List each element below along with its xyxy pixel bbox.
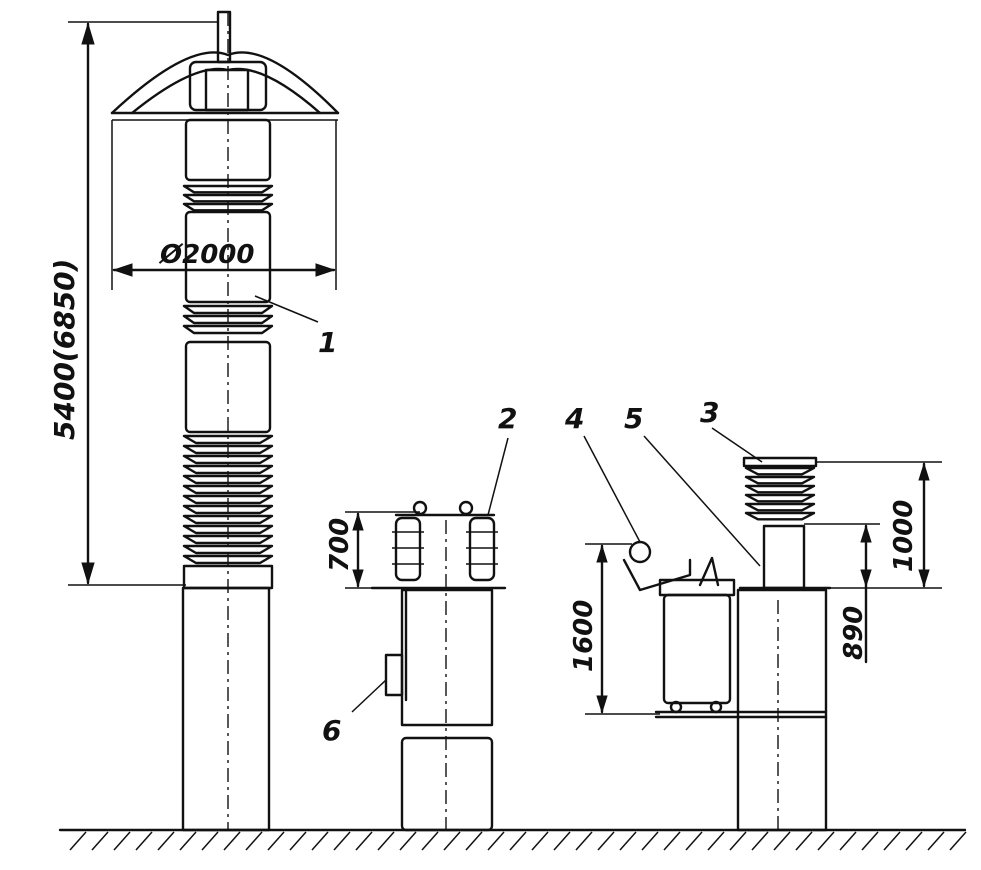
callout-1: 1 (318, 326, 337, 359)
callout-3: 3 (700, 396, 719, 429)
callout-2: 2 (498, 402, 517, 435)
ground (58, 828, 967, 851)
height-700-label: 700 (325, 518, 355, 572)
height-890-label: 890 (839, 606, 869, 660)
callout-5: 5 (624, 402, 643, 435)
height-1600-label: 1600 (569, 600, 599, 672)
transformer-unit-2: 6 2 700 (322, 402, 517, 832)
diameter-label: Ø2000 (158, 240, 254, 270)
bushing-unit-3: 3 4 5 1600 1000 890 (564, 396, 942, 832)
callout-6: 6 (322, 714, 341, 747)
callout-4: 4 (564, 402, 584, 435)
column-unit-1: Ø2000 1 5400(6850) (48, 10, 340, 832)
height-1000-label: 1000 (889, 500, 919, 572)
column-height-label: 5400(6850) (48, 259, 81, 440)
